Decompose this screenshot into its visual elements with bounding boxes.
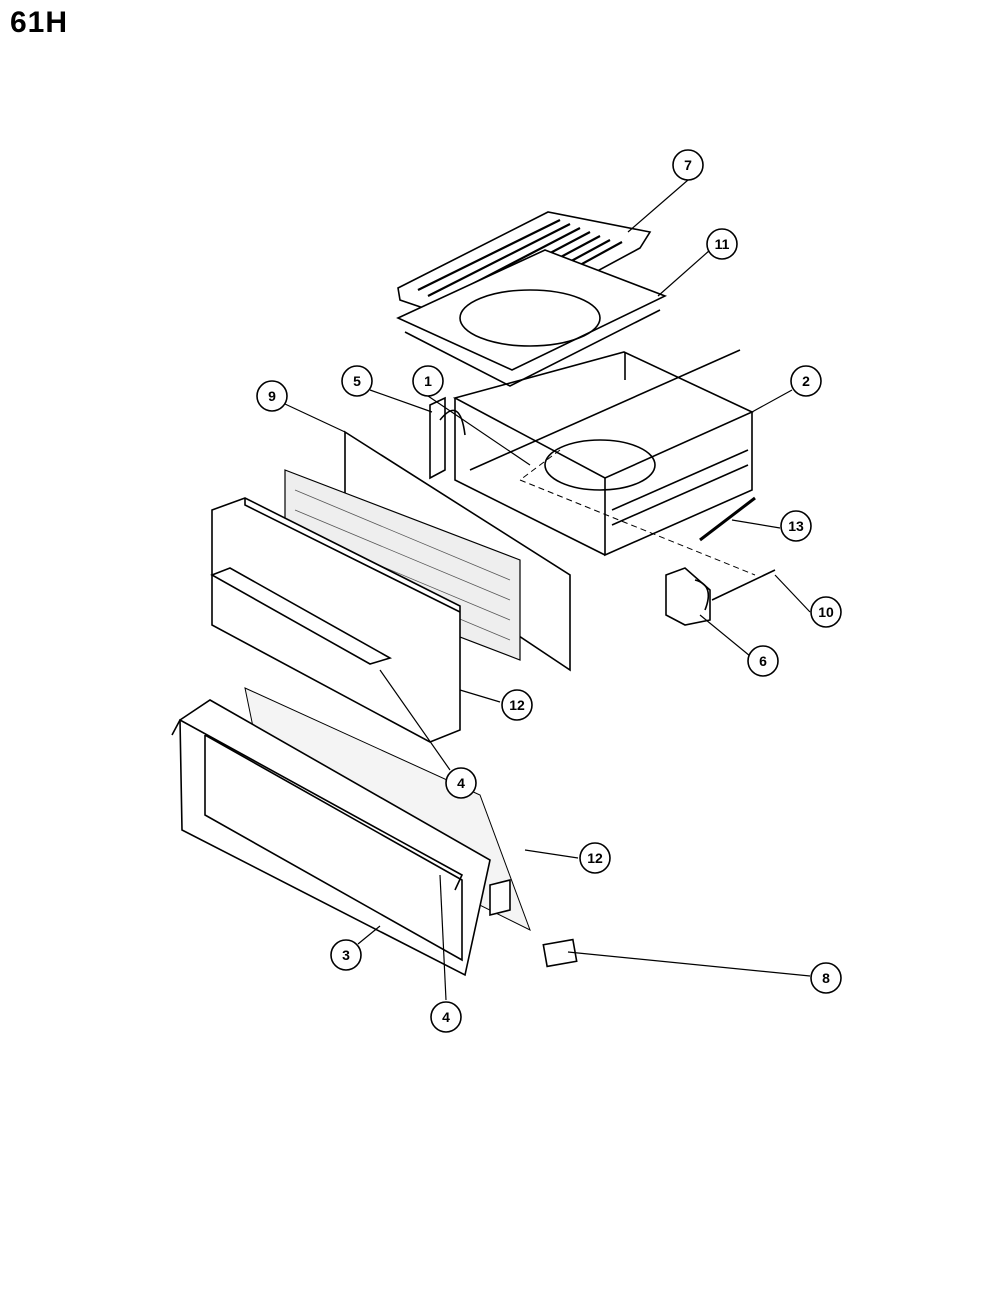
broiler-pan xyxy=(396,249,668,387)
callout-10: 10 xyxy=(810,596,842,628)
left-slide xyxy=(429,396,466,480)
door-frame xyxy=(171,699,511,977)
svg-text:9: 9 xyxy=(268,388,276,404)
svg-text:13: 13 xyxy=(788,518,804,534)
svg-text:7: 7 xyxy=(684,157,692,173)
front-panel xyxy=(210,497,461,743)
svg-text:3: 3 xyxy=(342,947,350,963)
svg-text:4: 4 xyxy=(442,1009,450,1025)
callout-6: 6 xyxy=(747,645,779,677)
svg-text:8: 8 xyxy=(822,970,830,986)
svg-text:4: 4 xyxy=(457,775,465,791)
right-slide xyxy=(665,567,711,626)
callout-5: 5 xyxy=(341,365,373,397)
callout-4-lower: 4 xyxy=(430,1001,462,1033)
rod xyxy=(711,569,776,601)
callout-4-upper: 4 xyxy=(445,767,477,799)
callout-1: 1 xyxy=(412,365,444,397)
callout-7: 7 xyxy=(672,149,704,181)
callout-2: 2 xyxy=(790,365,822,397)
label-plate xyxy=(542,938,578,968)
svg-text:2: 2 xyxy=(802,373,810,389)
callout-13: 13 xyxy=(780,510,812,542)
diagram-title: 61H xyxy=(10,6,69,39)
callout-12-lower: 12 xyxy=(579,842,611,874)
callout-11: 11 xyxy=(706,228,738,260)
callout-8: 8 xyxy=(810,962,842,994)
svg-text:11: 11 xyxy=(715,236,730,252)
inner-panel xyxy=(284,430,571,672)
svg-text:12: 12 xyxy=(587,850,603,866)
svg-text:5: 5 xyxy=(353,373,361,389)
svg-text:1: 1 xyxy=(424,373,432,389)
callout-9: 9 xyxy=(256,380,288,412)
svg-text:10: 10 xyxy=(818,604,834,620)
drawer-body xyxy=(452,349,754,557)
callout-12-upper: 12 xyxy=(501,689,533,721)
spring xyxy=(699,496,756,542)
callout-3: 3 xyxy=(330,939,362,971)
svg-text:6: 6 xyxy=(759,653,767,669)
svg-text:12: 12 xyxy=(509,697,525,713)
